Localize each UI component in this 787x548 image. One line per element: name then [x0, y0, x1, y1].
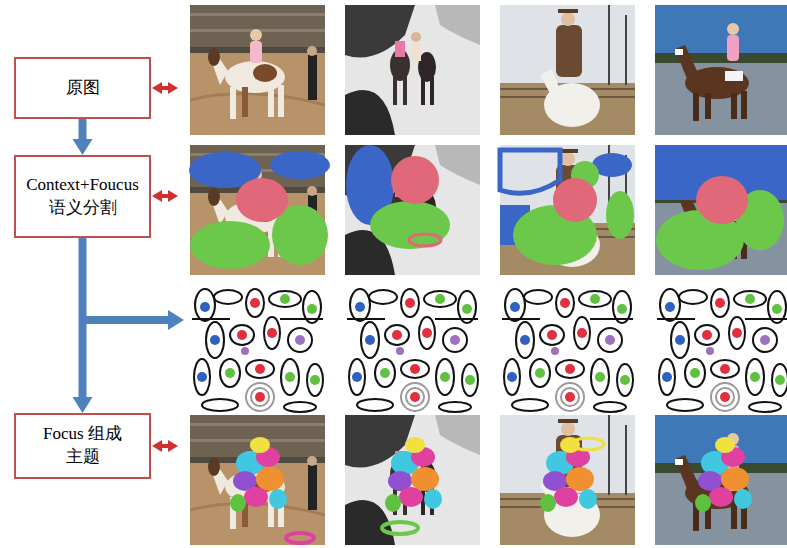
box-label: 原图 [66, 77, 100, 100]
box-label: Focus 组成主题 [43, 423, 123, 469]
flow-arrow [73, 119, 93, 155]
branch-arrow [82, 310, 184, 330]
segmentation-row [189, 145, 787, 275]
arrow-head [73, 139, 93, 155]
flow-arrow [73, 238, 93, 413]
process-box: 原图 [14, 57, 151, 119]
flow-line [79, 119, 87, 141]
box-label: Context+Foucus 语义分割 [20, 174, 145, 220]
ellipse-row [190, 285, 787, 415]
flow-line [79, 238, 87, 399]
arrow-head [73, 397, 93, 413]
double-arrows [152, 82, 178, 452]
photo-row [190, 5, 787, 135]
process-box: Focus 组成主题 [14, 413, 151, 479]
process-box: Context+Foucus 语义分割 [14, 155, 151, 238]
topic-row [190, 415, 787, 545]
